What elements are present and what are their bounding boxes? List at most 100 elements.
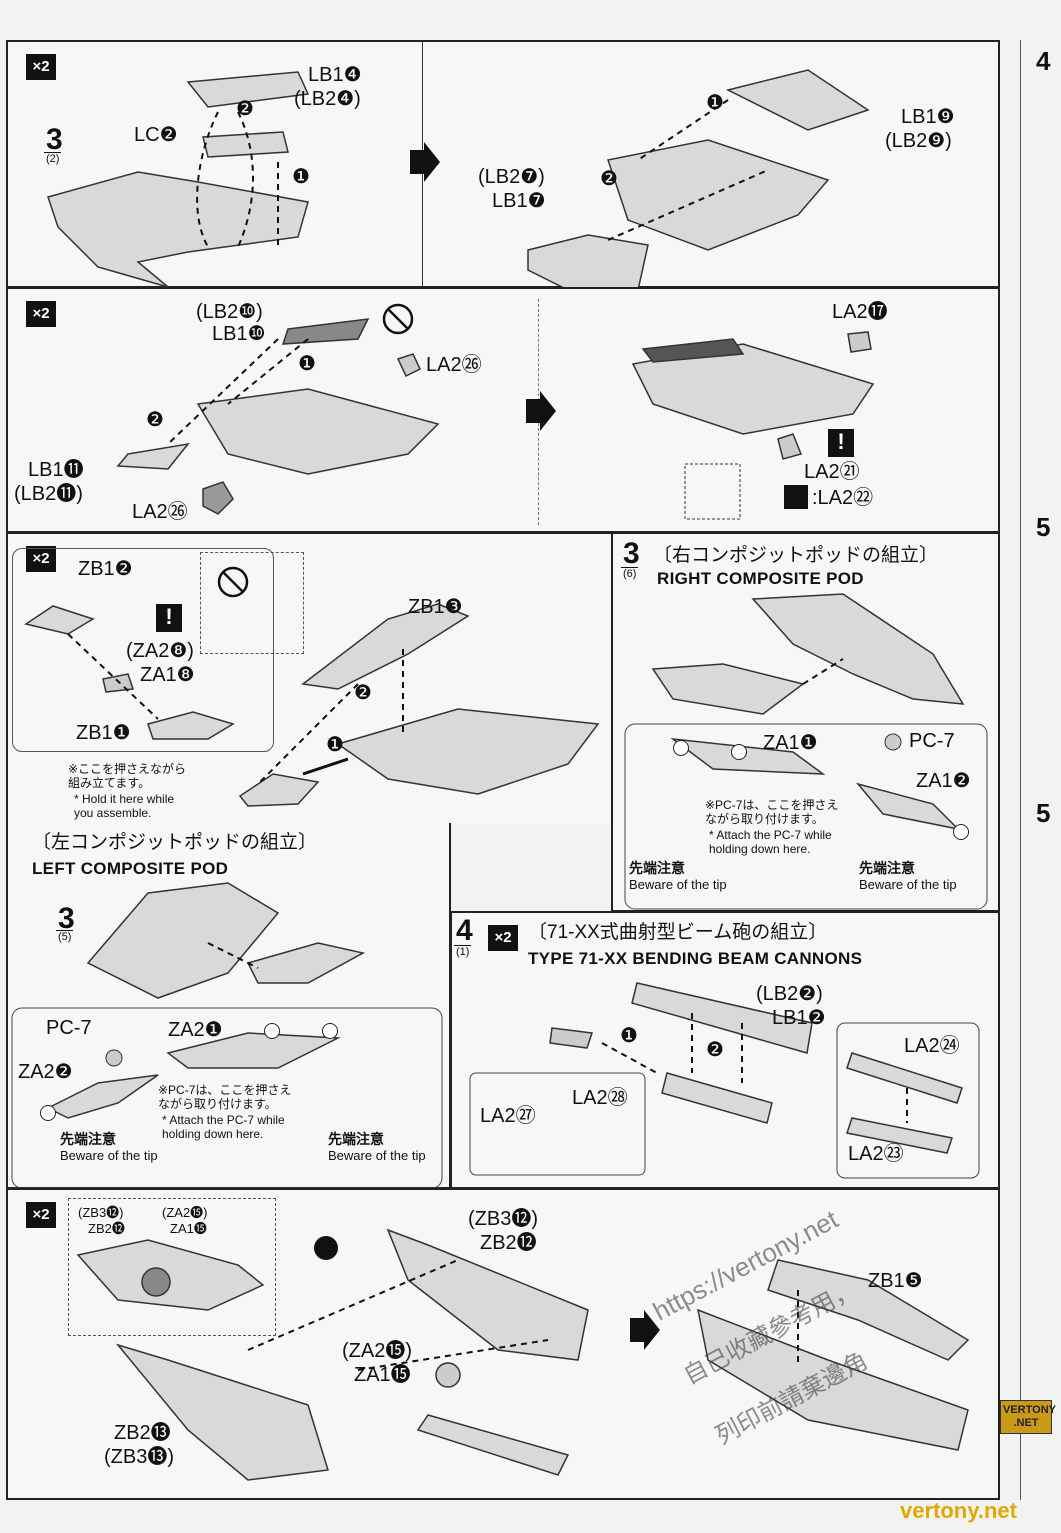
title-en: LEFT COMPOSITE POD [32, 859, 229, 878]
label-za2-2: ZA2❷ [18, 1061, 73, 1083]
right-part-drawing [527, 69, 870, 291]
label-lb2-4: (LB2❹) [294, 88, 361, 110]
label-lb1-10: LB1❿ [212, 323, 266, 345]
label-pc7: PC-7 [46, 1017, 92, 1039]
right-part-drawing [631, 331, 875, 520]
edge-step-5b: 5 [1036, 798, 1051, 828]
tip-marker [264, 1023, 280, 1039]
next-arrow-icon [410, 142, 440, 182]
label-la2-24: LA2㉔ [904, 1035, 960, 1057]
tip-marker [673, 740, 689, 756]
step-marker-1-right: ❶ [706, 92, 724, 114]
step-sub: (6) [621, 567, 639, 580]
step-sub: (2) [44, 152, 62, 165]
tip-marker [322, 1023, 338, 1039]
label-za1-1: ZA1❶ [763, 732, 818, 754]
tip-marker [731, 744, 747, 760]
edge-step-5a: 5 [1036, 512, 1051, 542]
label-lb2-10: (LB2❿) [196, 301, 263, 323]
panel-last: ×2 (ZB3⓬) ZB2⓬ (ZA2⓯) ZA1⓯ (ZB3⓬) ZB2⓬ (… [6, 1188, 1000, 1500]
title-jp: 〔71-XX式曲射型ビーム砲の組立〕 [528, 922, 828, 943]
detail-inset [68, 1198, 276, 1336]
label-la2-21: LA2㉑ [804, 461, 860, 483]
note-jp: ※PC-7は、ここを押さえながら取り付けます。 [158, 1083, 292, 1111]
left-part-drawing [47, 71, 310, 288]
label-lb1-2: LB1❷ [772, 1007, 826, 1029]
part-drawing [469, 982, 980, 1179]
label-lb2-7: (LB2❼) [478, 166, 545, 188]
label-lb2-11: (LB2⓫) [14, 483, 83, 505]
step-marker-1: ❶ [326, 734, 344, 756]
label-la2-28: LA2㉘ [572, 1087, 628, 1109]
label-lb2-9: (LB2❾) [885, 130, 952, 152]
note-jp: ※ここを押さえながら組み立てます。 [68, 762, 187, 790]
multiplier-badge: ×2 [26, 546, 56, 572]
title-en: RIGHT COMPOSITE POD [657, 569, 864, 588]
label-lc2: LC❷ [134, 124, 178, 146]
detail-inset-2 [200, 552, 304, 654]
step-marker-1: ❶ [292, 166, 310, 188]
panel-3: ×2 ZB1❷ ! (ZA2❽) ZA1❽ ZB1❶ ZB1❸ ❶ ❷ ※ここを… [6, 532, 612, 824]
step-marker-2-right: ❷ [600, 168, 618, 190]
detail-inset [12, 548, 274, 752]
panel-1: ×2 3 (2) LB1❹ (LB2❹) LC❷ ❷ ❶ (LB2❼) LB1❼… [6, 40, 1000, 291]
title-jp: 〔左コンポジットポッドの組立〕 [32, 832, 318, 853]
label-zb2-12-inset: ZB2⓬ [88, 1221, 125, 1236]
tip-marker [40, 1105, 56, 1121]
label-zb2-12: ZB2⓬ [480, 1232, 537, 1254]
step-marker-2: ❷ [236, 98, 254, 120]
part-drawing [11, 882, 443, 1189]
left-part-drawing [116, 303, 440, 515]
step-sub: (5) [56, 930, 74, 943]
label-lb1-9: LB1❾ [901, 106, 955, 128]
label-zb1-3: ZB1❸ [408, 596, 463, 618]
next-arrow-icon [526, 391, 556, 431]
label-lb2-2: (LB2❷) [756, 983, 823, 1005]
step-marker-1: ❶ [298, 353, 316, 375]
part-drawing [24, 566, 600, 807]
label-lb1-4: LB1❹ [308, 64, 362, 86]
part-drawing [624, 593, 988, 910]
step-sub: (1) [454, 945, 472, 958]
title-jp: 〔右コンポジットポッドの組立〕 [653, 545, 939, 566]
flip-icon [784, 485, 808, 509]
label-pc7: PC-7 [909, 730, 955, 752]
label-zb3-12: (ZB3⓬) [468, 1208, 538, 1230]
next-arrow-icon [630, 1310, 660, 1350]
label-za1-15-inset: ZA1⓯ [170, 1221, 207, 1236]
label-za1-8: ZA1❽ [140, 664, 195, 686]
label-la2-26a: LA2㉖ [426, 354, 482, 376]
tip-marker [953, 824, 969, 840]
label-zb3-13: (ZB3⓭) [104, 1446, 174, 1468]
beam-cannon-panel: 4 (1) ×2 〔71-XX式曲射型ビーム砲の組立〕 TYPE 71-XX B… [450, 911, 1000, 1189]
label-za2-15: (ZA2⓯) [342, 1340, 412, 1362]
step-marker-1: ❶ [620, 1025, 638, 1047]
title-en: TYPE 71-XX BENDING BEAM CANNONS [528, 949, 863, 968]
right-pod-panel: 3 (6) 〔右コンポジットポッドの組立〕 RIGHT COMPOSITE PO… [611, 532, 1000, 912]
label-za1-15: ZA1⓯ [354, 1364, 411, 1386]
label-za2-15-inset: (ZA2⓯) [162, 1205, 208, 1220]
label-la2-17: LA2⓱ [832, 301, 888, 323]
label-lb1-11: LB1⓫ [28, 459, 84, 481]
edge-step-4: 4 [1036, 46, 1051, 76]
label-zb1-2: ZB1❷ [78, 558, 133, 580]
label-la2-22: :LA2㉒ [812, 487, 874, 509]
note-jp: ※PC-7は、ここを押さえながら取り付けます。 [705, 798, 839, 826]
multiplier-badge: ×2 [488, 925, 518, 951]
label-zb1-1: ZB1❶ [76, 722, 131, 744]
label-la2-23: LA2㉓ [848, 1143, 904, 1165]
multiplier-badge: ×2 [26, 1202, 56, 1228]
caution-icon: ! [156, 604, 182, 632]
left-pod-panel: 〔左コンポジットポッドの組立〕 LEFT COMPOSITE POD 3 (5)… [6, 823, 451, 1189]
multiplier-badge: ×2 [26, 54, 56, 80]
label-lb1-7: LB1❼ [492, 190, 546, 212]
label-zb3-12-inset: (ZB3⓬) [78, 1205, 124, 1220]
label-zb2-13: ZB2⓭ [114, 1422, 171, 1444]
